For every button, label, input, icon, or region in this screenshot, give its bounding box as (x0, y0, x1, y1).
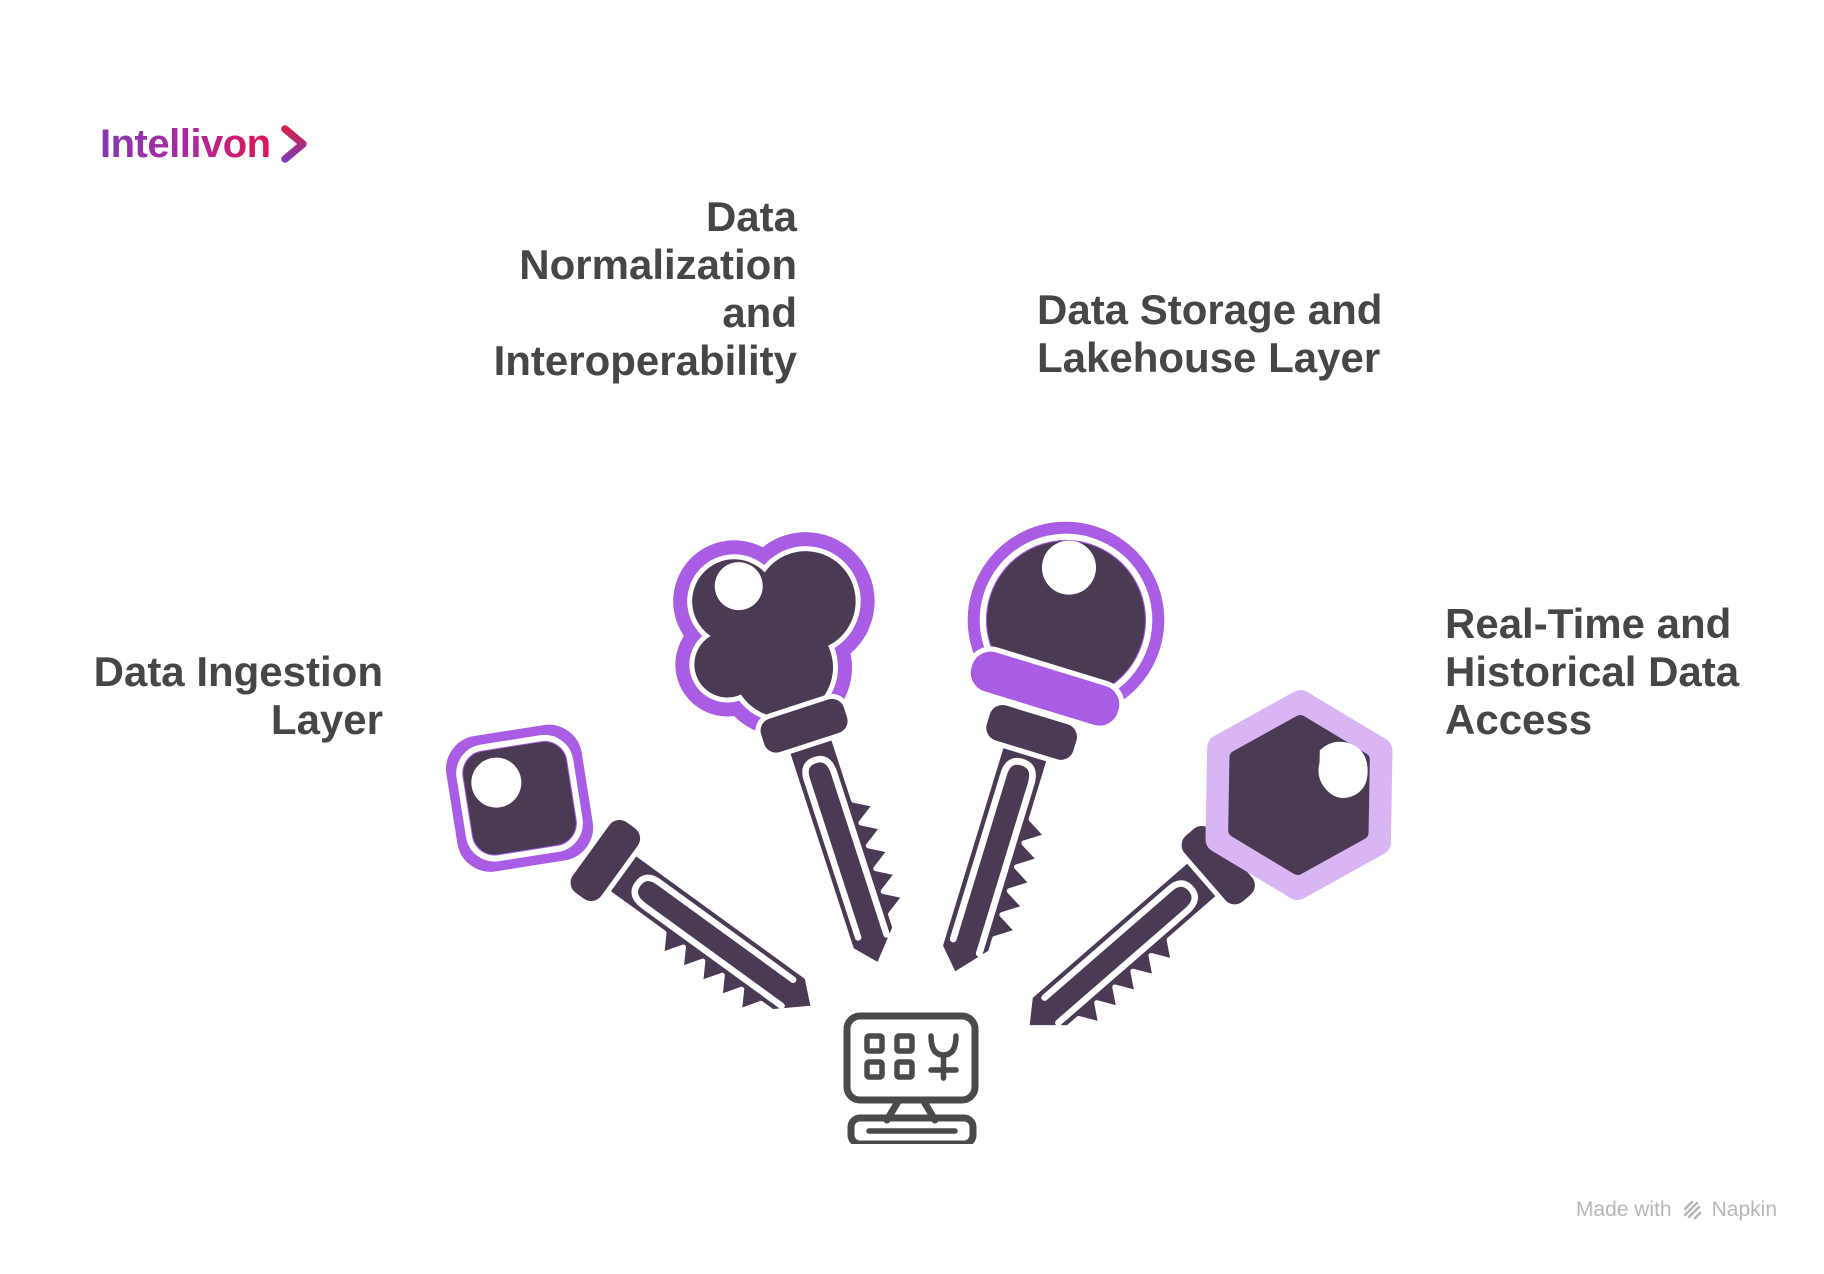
key-shaft (755, 693, 908, 968)
key-head-hexagon (1205, 690, 1393, 900)
monitor-base (847, 1114, 977, 1144)
monitor-screen (843, 1012, 979, 1104)
key-hole (471, 757, 522, 808)
brand-logo-text: Intellivon (100, 118, 271, 170)
cloud-head-key-icon (673, 532, 908, 968)
key-head-square (441, 719, 599, 877)
chevron-right-icon (280, 125, 307, 163)
label-line: Data Storage and (1037, 286, 1383, 333)
label-line: Data Ingestion (93, 648, 383, 695)
hexagon-head-key-icon (1024, 690, 1393, 1031)
made-with-text: Made with (1575, 1198, 1672, 1221)
monitor-glyph (928, 1033, 959, 1081)
key-hole (1318, 741, 1368, 798)
label-line: Interoperability (493, 337, 797, 384)
label-line: and (722, 289, 797, 336)
key-shaft (565, 815, 816, 1015)
key-head-cloud (673, 532, 875, 737)
key-hole (714, 562, 763, 611)
label-realtime-historical-access: Real-Time and Historical Data Access (1445, 600, 1739, 744)
key-collar (755, 693, 853, 758)
made-with-napkin: Made with Napkin (1576, 1198, 1777, 1222)
square-head-key-icon (441, 719, 816, 1015)
label-line: Normalization (519, 241, 797, 288)
key-head-round (962, 516, 1170, 731)
label-data-storage-lakehouse: Data Storage and Lakehouse Layer (1037, 286, 1382, 382)
label-line: Real-Time and (1445, 600, 1732, 647)
key-collar (981, 699, 1083, 765)
key-hole (1041, 540, 1097, 595)
round-head-key-icon (937, 516, 1170, 978)
key-collar (565, 815, 646, 907)
label-line: Historical Data (1445, 648, 1740, 695)
napkin-logo-icon (1683, 1200, 1701, 1220)
label-data-ingestion-layer: Data Ingestion Layer (94, 648, 383, 744)
napkin-brand-text: Napkin (1711, 1198, 1777, 1221)
label-line: Data (705, 193, 797, 240)
brand-logo: Intellivon (100, 118, 309, 170)
label-line: Layer (270, 696, 383, 743)
label-data-normalization: Data Normalization and Interoperability (494, 193, 797, 385)
key-shaft (937, 699, 1083, 978)
monitor-icon (843, 1012, 979, 1144)
label-line: Access (1445, 696, 1593, 743)
label-line: Lakehouse Layer (1037, 334, 1381, 381)
